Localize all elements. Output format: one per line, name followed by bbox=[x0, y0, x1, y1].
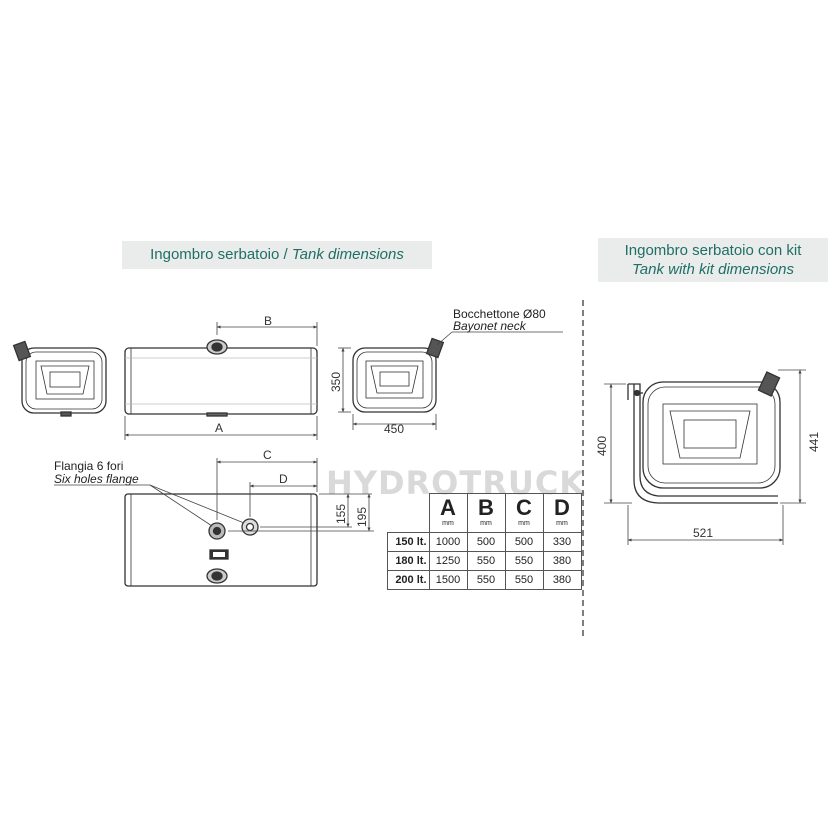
tank-dimensions-banner: Ingombro serbatoio / Tank dimensions bbox=[122, 241, 432, 269]
table-cell: 330 bbox=[542, 532, 582, 552]
banner-right-italic: Tank with kit dimensions bbox=[631, 261, 795, 278]
flange-leaders bbox=[54, 484, 245, 527]
tank-kit-dimensions-banner: Ingombro serbatoio con kit Tank with kit… bbox=[598, 238, 828, 282]
label-d: D bbox=[279, 472, 288, 486]
dimension-155-195 bbox=[228, 493, 374, 532]
tank-end-view-right bbox=[352, 337, 445, 413]
dimension-d bbox=[249, 482, 318, 517]
table-cell: 500 bbox=[504, 532, 544, 552]
label-155: 155 bbox=[334, 504, 348, 524]
banner-left-main: Ingombro serbatoio / bbox=[150, 246, 292, 263]
label-350: 350 bbox=[329, 372, 343, 392]
tank-side-view bbox=[124, 339, 318, 417]
dimension-b bbox=[216, 322, 318, 346]
table-cell: 1250 bbox=[428, 551, 468, 571]
table-row: 150 lt. 1000 500 500 330 bbox=[387, 532, 582, 552]
label-a: A bbox=[215, 421, 223, 435]
banner-left-italic: Tank dimensions bbox=[291, 246, 404, 263]
label-400: 400 bbox=[595, 436, 609, 456]
label-521: 521 bbox=[693, 526, 713, 540]
table-cell: 550 bbox=[504, 551, 544, 571]
table-row: 180 lt. 1250 550 550 380 bbox=[387, 551, 582, 571]
table-cell: 1000 bbox=[428, 532, 468, 552]
label-195: 195 bbox=[355, 507, 369, 527]
banner-right-main: Ingombro serbatoio con kit bbox=[624, 242, 802, 259]
label-c: C bbox=[263, 448, 272, 462]
row-label: 200 lt. bbox=[387, 570, 430, 590]
dimension-350 bbox=[338, 347, 351, 413]
label-441: 441 bbox=[807, 432, 821, 452]
neck-label-it: Bocchettone Ø80 bbox=[453, 307, 546, 321]
flange-label-it: Flangia 6 fori bbox=[54, 459, 123, 473]
table-cell: 550 bbox=[504, 570, 544, 590]
table-row: 200 lt. 1500 550 550 380 bbox=[387, 570, 582, 590]
table-corner bbox=[387, 493, 430, 533]
neck-label-en: Bayonet neck bbox=[453, 319, 527, 333]
table-cell: 380 bbox=[542, 551, 582, 571]
dimension-a bbox=[124, 416, 318, 440]
flange-label-en: Six holes flange bbox=[54, 472, 139, 486]
dimension-450 bbox=[352, 414, 437, 430]
dimension-441 bbox=[778, 369, 806, 504]
tank-kit-view bbox=[627, 371, 781, 504]
table-cell: 1500 bbox=[428, 570, 468, 590]
row-label: 180 lt. bbox=[387, 551, 430, 571]
label-b: B bbox=[264, 314, 272, 328]
dimension-521 bbox=[627, 505, 784, 545]
row-label: 150 lt. bbox=[387, 532, 430, 552]
table-cell: 380 bbox=[542, 570, 582, 590]
tank-end-view-left bbox=[12, 340, 107, 417]
label-450: 450 bbox=[384, 422, 404, 436]
dimension-c bbox=[216, 458, 318, 520]
tank-top-view bbox=[124, 493, 318, 587]
table-cell: 550 bbox=[466, 570, 506, 590]
table-cell: 500 bbox=[466, 532, 506, 552]
dimension-400 bbox=[604, 383, 632, 504]
table-cell: 550 bbox=[466, 551, 506, 571]
